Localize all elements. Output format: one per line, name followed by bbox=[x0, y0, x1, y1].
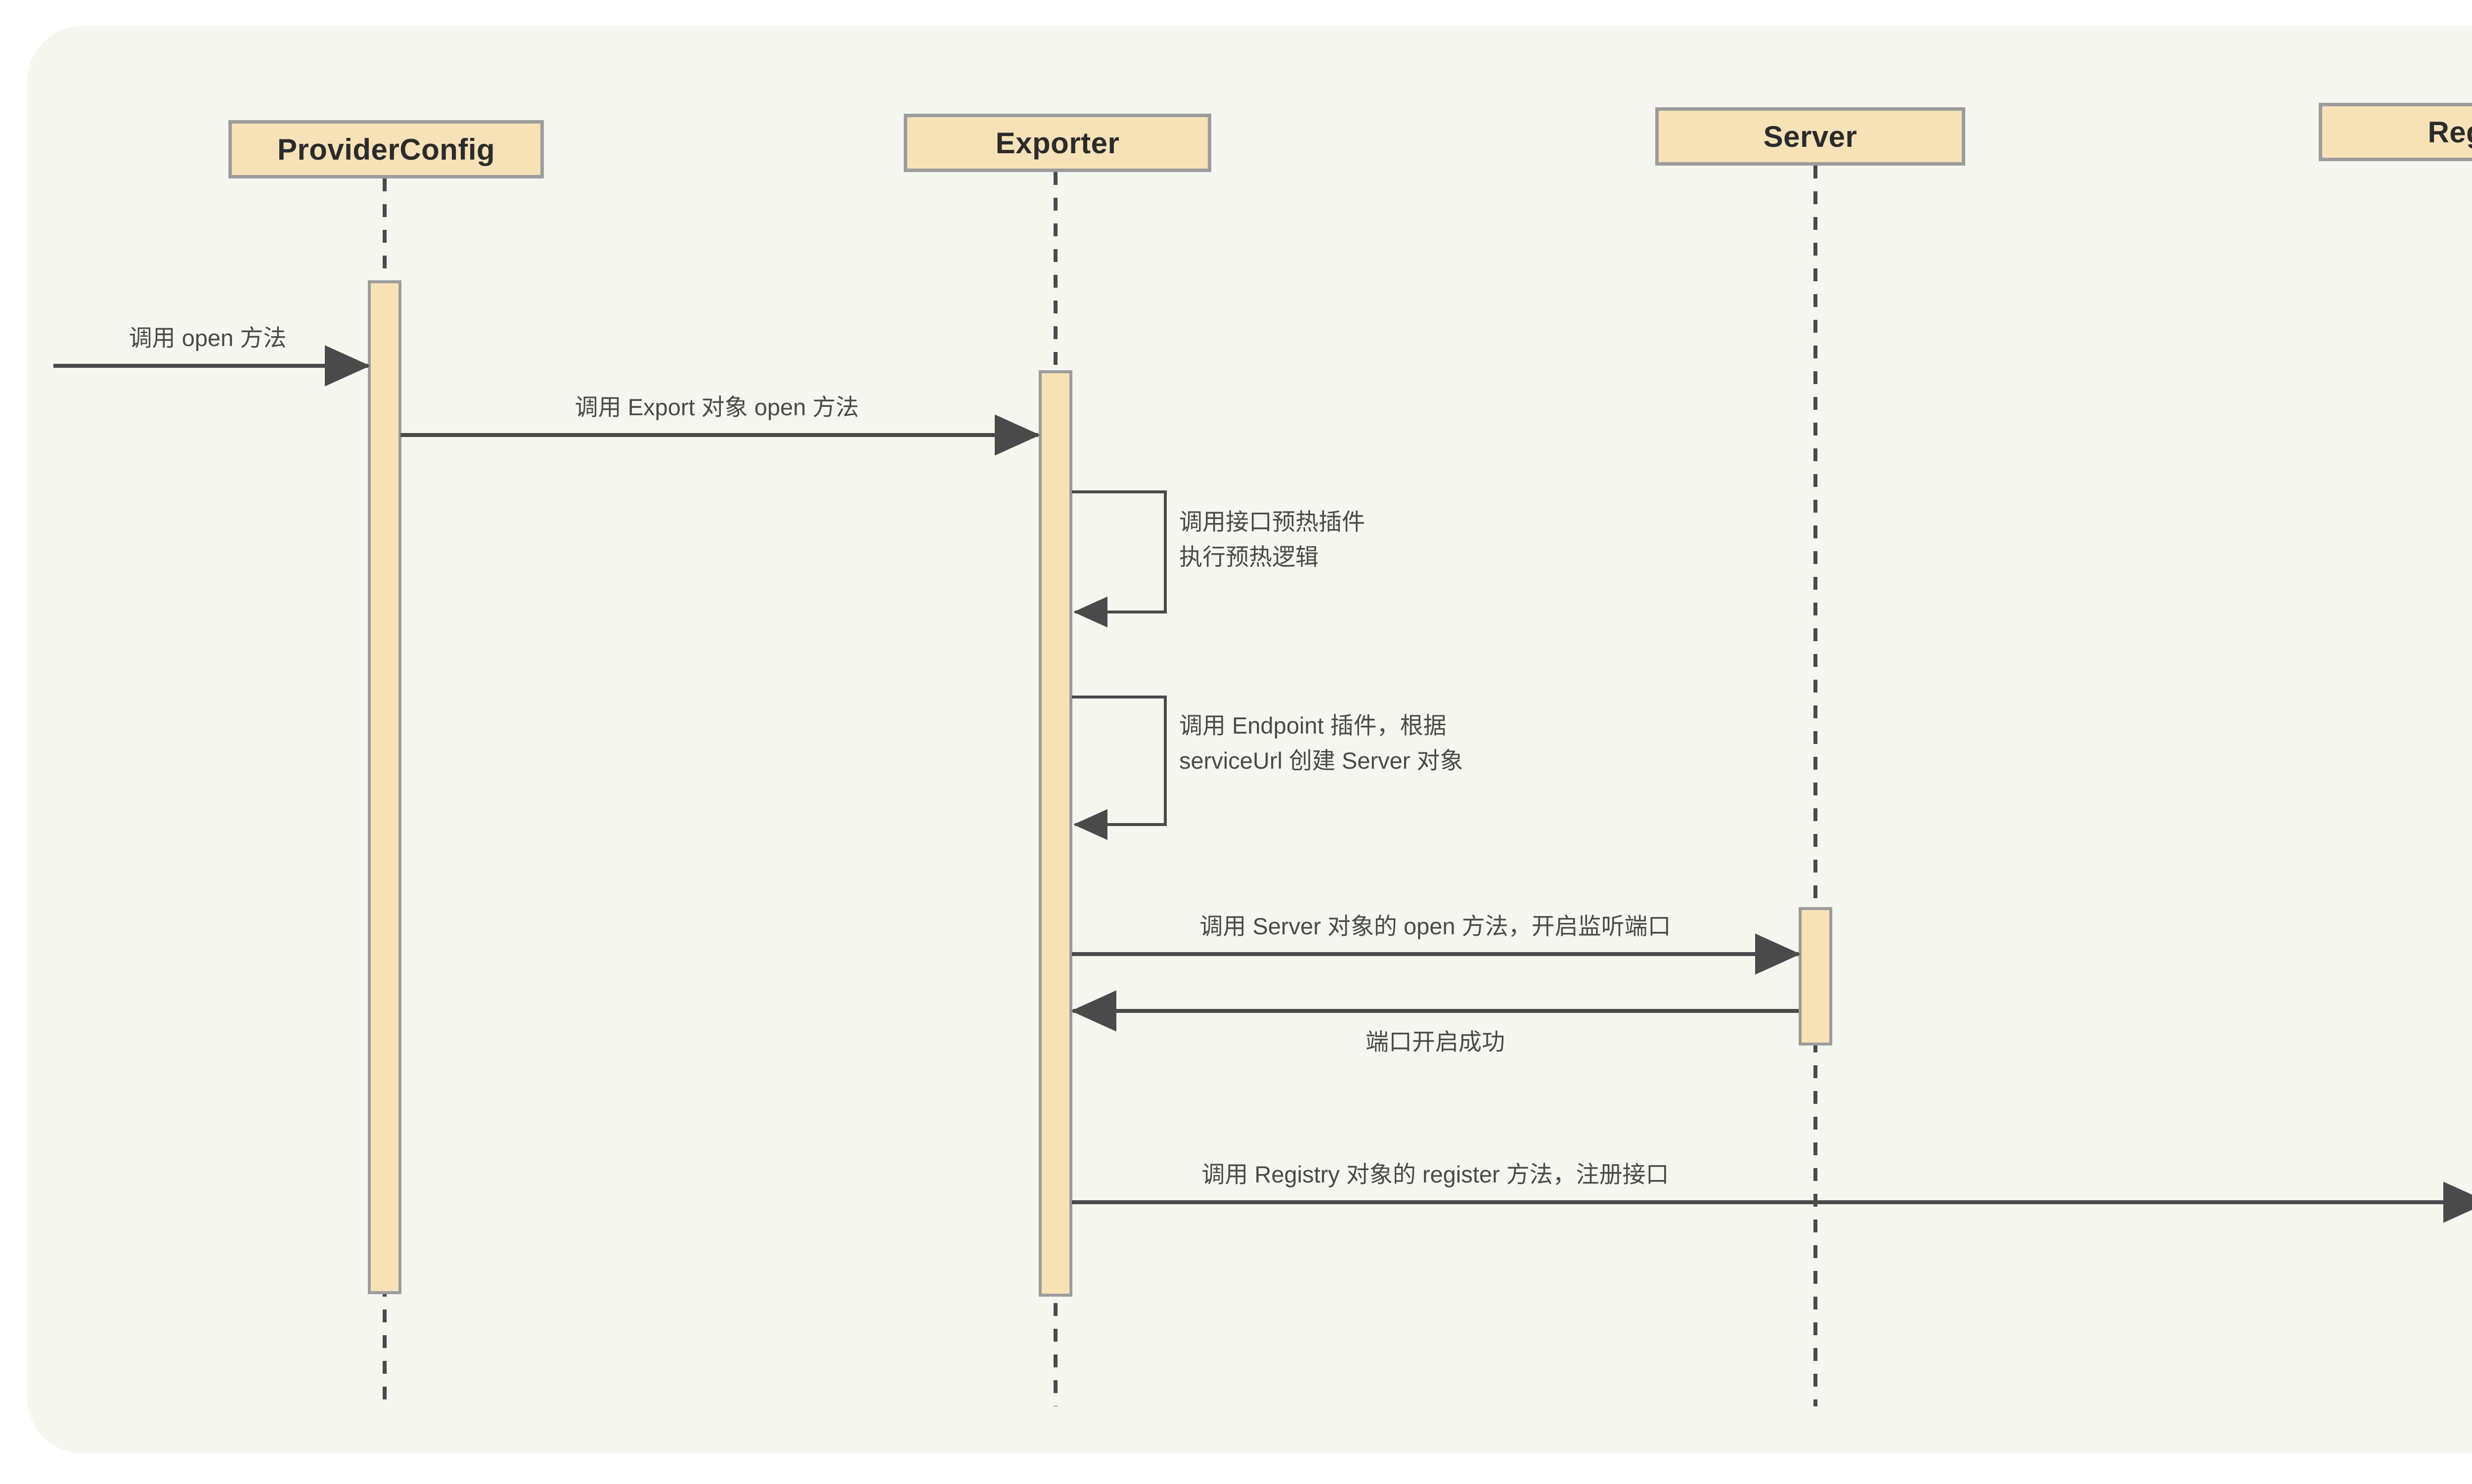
participant-box-server[interactable]: Server bbox=[1655, 107, 1965, 166]
participant-box-exporter[interactable]: Exporter bbox=[904, 114, 1211, 172]
lifelines-group bbox=[383, 166, 1817, 1406]
message-label-line: 调用 Server 对象的 open 方法，开启监听端口 bbox=[1199, 913, 1671, 939]
message-label-line: serviceUrl 创建 Server 对象 bbox=[1179, 747, 1463, 774]
message-label-2: 调用 Export 对象 open 方法 bbox=[575, 390, 859, 425]
participant-label-registry: Registry bbox=[2428, 115, 2472, 149]
activation-bar-server bbox=[1799, 907, 1832, 1046]
participant-box-providerconfig[interactable]: ProviderConfig bbox=[228, 120, 544, 178]
participant-box-registry[interactable]: Registry bbox=[2319, 103, 2472, 161]
participant-label-exporter: Exporter bbox=[995, 126, 1120, 160]
message-label-line: 调用 Export 对象 open 方法 bbox=[574, 394, 859, 420]
diagram-canvas bbox=[27, 26, 2472, 1453]
participant-label-server: Server bbox=[1763, 120, 1857, 153]
message-label-3: 调用接口预热插件执行预热逻辑 bbox=[1179, 504, 1365, 575]
message-label-line: 调用 Registry 对象的 register 方法，注册接口 bbox=[1201, 1161, 1669, 1187]
participant-label-providerconfig: ProviderConfig bbox=[277, 132, 495, 166]
message-label-line: 端口开启成功 bbox=[1366, 1029, 1505, 1055]
message-arrows-group bbox=[53, 345, 2472, 1223]
activation-bar-exporter bbox=[1039, 370, 1072, 1297]
message-label-line: 调用 Endpoint 插件，根据 bbox=[1179, 712, 1447, 739]
message-label-line: 执行预热逻辑 bbox=[1179, 544, 1319, 570]
self-message-loop-3 bbox=[1072, 490, 1167, 628]
message-label-line: 调用接口预热插件 bbox=[1179, 509, 1365, 535]
self-message-loop-4 bbox=[1072, 696, 1167, 840]
message-label-7: 调用 Registry 对象的 register 方法，注册接口 bbox=[1201, 1157, 1669, 1192]
message-label-line: 调用 open 方法 bbox=[129, 325, 287, 351]
activation-bars-group bbox=[368, 280, 1832, 1297]
message-label-1: 调用 open 方法 bbox=[129, 320, 287, 355]
activation-bar-providerconfig bbox=[368, 280, 401, 1294]
message-label-6: 端口开启成功 bbox=[1366, 1024, 1505, 1059]
message-label-4: 调用 Endpoint 插件，根据 serviceUrl 创建 Server 对象 bbox=[1179, 708, 1463, 779]
message-label-5: 调用 Server 对象的 open 方法，开启监听端口 bbox=[1199, 909, 1671, 944]
